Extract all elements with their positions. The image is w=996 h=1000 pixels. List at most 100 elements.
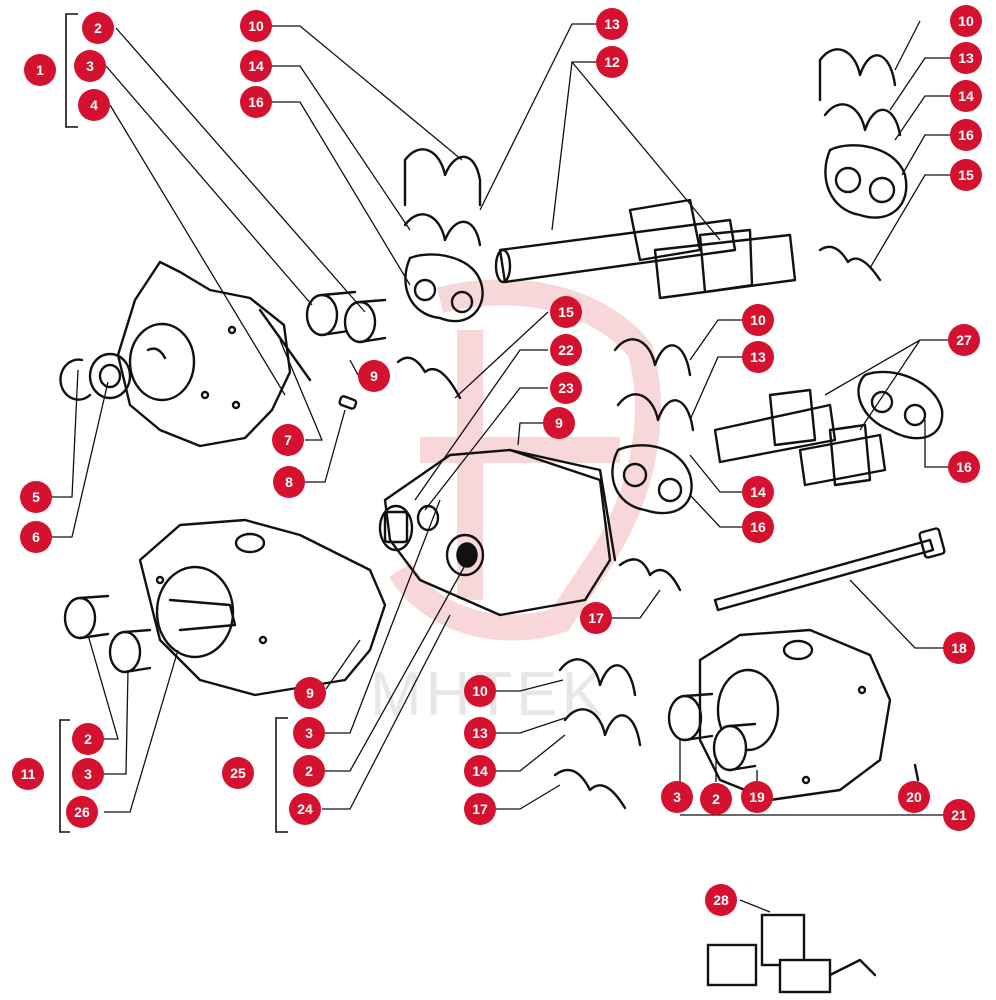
callout-2: 2	[82, 12, 114, 44]
svg-text:12: 12	[604, 54, 620, 70]
svg-text:26: 26	[74, 804, 90, 820]
callout-15: 15	[550, 296, 582, 328]
part-drive-shaft-gear	[494, 198, 797, 300]
svg-text:8: 8	[285, 474, 293, 490]
callout-13-lower: 13	[464, 717, 496, 749]
callout-3: 3	[74, 50, 106, 82]
leader-lines	[52, 20, 950, 913]
svg-text:3: 3	[86, 58, 94, 74]
svg-text:9: 9	[306, 685, 314, 701]
callout-3-right: 3	[661, 781, 693, 813]
callout-3-left: 3	[72, 758, 104, 790]
svg-text:14: 14	[248, 58, 264, 74]
svg-text:13: 13	[750, 349, 766, 365]
callout-13: 13	[596, 8, 628, 40]
svg-text:14: 14	[958, 88, 974, 104]
callout-8: 8	[273, 466, 305, 498]
callout-16: 16	[240, 86, 272, 118]
svg-text:10: 10	[472, 683, 488, 699]
callout-25: 25	[222, 757, 254, 789]
part-seal-set-upper-middle	[403, 148, 484, 323]
callout-16-far-right: 16	[948, 451, 980, 483]
part-seal-set-upper-right	[818, 48, 908, 282]
part-tie-bolt	[713, 527, 946, 612]
svg-text:16: 16	[750, 519, 766, 535]
part-seal-set-middle-right	[611, 338, 695, 592]
callout-10-lower: 10	[464, 675, 496, 707]
callout-10-mid: 10	[742, 304, 774, 336]
svg-text:20: 20	[906, 789, 922, 805]
svg-text:3: 3	[673, 789, 681, 805]
svg-text:13: 13	[604, 16, 620, 32]
callout-13-right: 13	[950, 42, 982, 74]
callout-12: 12	[596, 46, 628, 78]
svg-text:3: 3	[305, 725, 313, 741]
svg-text:10: 10	[958, 13, 974, 29]
callout-27: 27	[948, 324, 980, 356]
callout-17: 17	[580, 602, 612, 634]
callout-13-mid: 13	[742, 341, 774, 373]
callout-26: 26	[66, 796, 98, 828]
part-end-cover-left	[116, 260, 312, 448]
svg-text:2: 2	[305, 763, 313, 779]
callout-9-lower: 9	[294, 677, 326, 709]
callout-9-mid: 9	[543, 407, 575, 439]
callout-7: 7	[272, 424, 304, 456]
svg-text:14: 14	[750, 484, 766, 500]
callout-20: 20	[898, 781, 930, 813]
svg-text:1: 1	[36, 62, 44, 78]
callout-2-right: 2	[700, 783, 732, 815]
svg-text:5: 5	[32, 489, 40, 505]
part-seal-set-lower-middle	[553, 658, 642, 810]
callout-14-mid: 14	[742, 476, 774, 508]
svg-text:17: 17	[472, 801, 488, 817]
svg-text:9: 9	[555, 415, 563, 431]
svg-text:6: 6	[32, 529, 40, 545]
callout-18: 18	[943, 632, 975, 664]
svg-text:19: 19	[749, 789, 765, 805]
part-body-left	[138, 518, 387, 697]
callout-15-right: 15	[950, 159, 982, 191]
part-small-screw	[913, 763, 920, 782]
part-seal-kit-boxes	[706, 913, 877, 994]
part-seal-small-left	[396, 356, 462, 400]
svg-text:10: 10	[248, 18, 264, 34]
callout-11: 11	[12, 758, 44, 790]
callout-14: 14	[240, 50, 272, 82]
svg-text:28: 28	[713, 892, 729, 908]
callout-21: 21	[943, 799, 975, 831]
part-body-right	[698, 628, 892, 802]
svg-text:23: 23	[558, 380, 574, 396]
svg-text:14: 14	[472, 763, 488, 779]
callout-14-lower: 14	[464, 755, 496, 787]
svg-text:25: 25	[230, 765, 246, 781]
svg-text:7: 7	[284, 432, 292, 448]
svg-text:15: 15	[958, 167, 974, 183]
callout-16-right: 16	[950, 119, 982, 151]
callout-17-lower: 17	[464, 793, 496, 825]
callout-22: 22	[550, 334, 582, 366]
svg-text:2: 2	[84, 731, 92, 747]
svg-text:2: 2	[94, 20, 102, 36]
part-driven-shaft-gears	[713, 370, 944, 487]
callout-2-left: 2	[72, 723, 104, 755]
svg-text:17: 17	[588, 610, 604, 626]
svg-text:9: 9	[370, 368, 378, 384]
svg-text:4: 4	[90, 97, 98, 113]
part-circlip	[59, 358, 92, 401]
callout-10-right: 10	[950, 5, 982, 37]
part-bushings-left	[63, 594, 152, 674]
callout-23: 23	[550, 372, 582, 404]
callout-10: 10	[240, 10, 272, 42]
callout-6: 6	[20, 521, 52, 553]
callout-2-mid: 2	[293, 755, 325, 787]
svg-text:27: 27	[956, 332, 972, 348]
callout-24: 24	[289, 793, 321, 825]
part-bushings-upper	[305, 290, 387, 344]
svg-text:24: 24	[297, 801, 313, 817]
callout-16-mid: 16	[742, 511, 774, 543]
svg-text:13: 13	[472, 725, 488, 741]
svg-text:16: 16	[958, 127, 974, 143]
callout-5: 5	[20, 481, 52, 513]
callout-19: 19	[741, 781, 773, 813]
